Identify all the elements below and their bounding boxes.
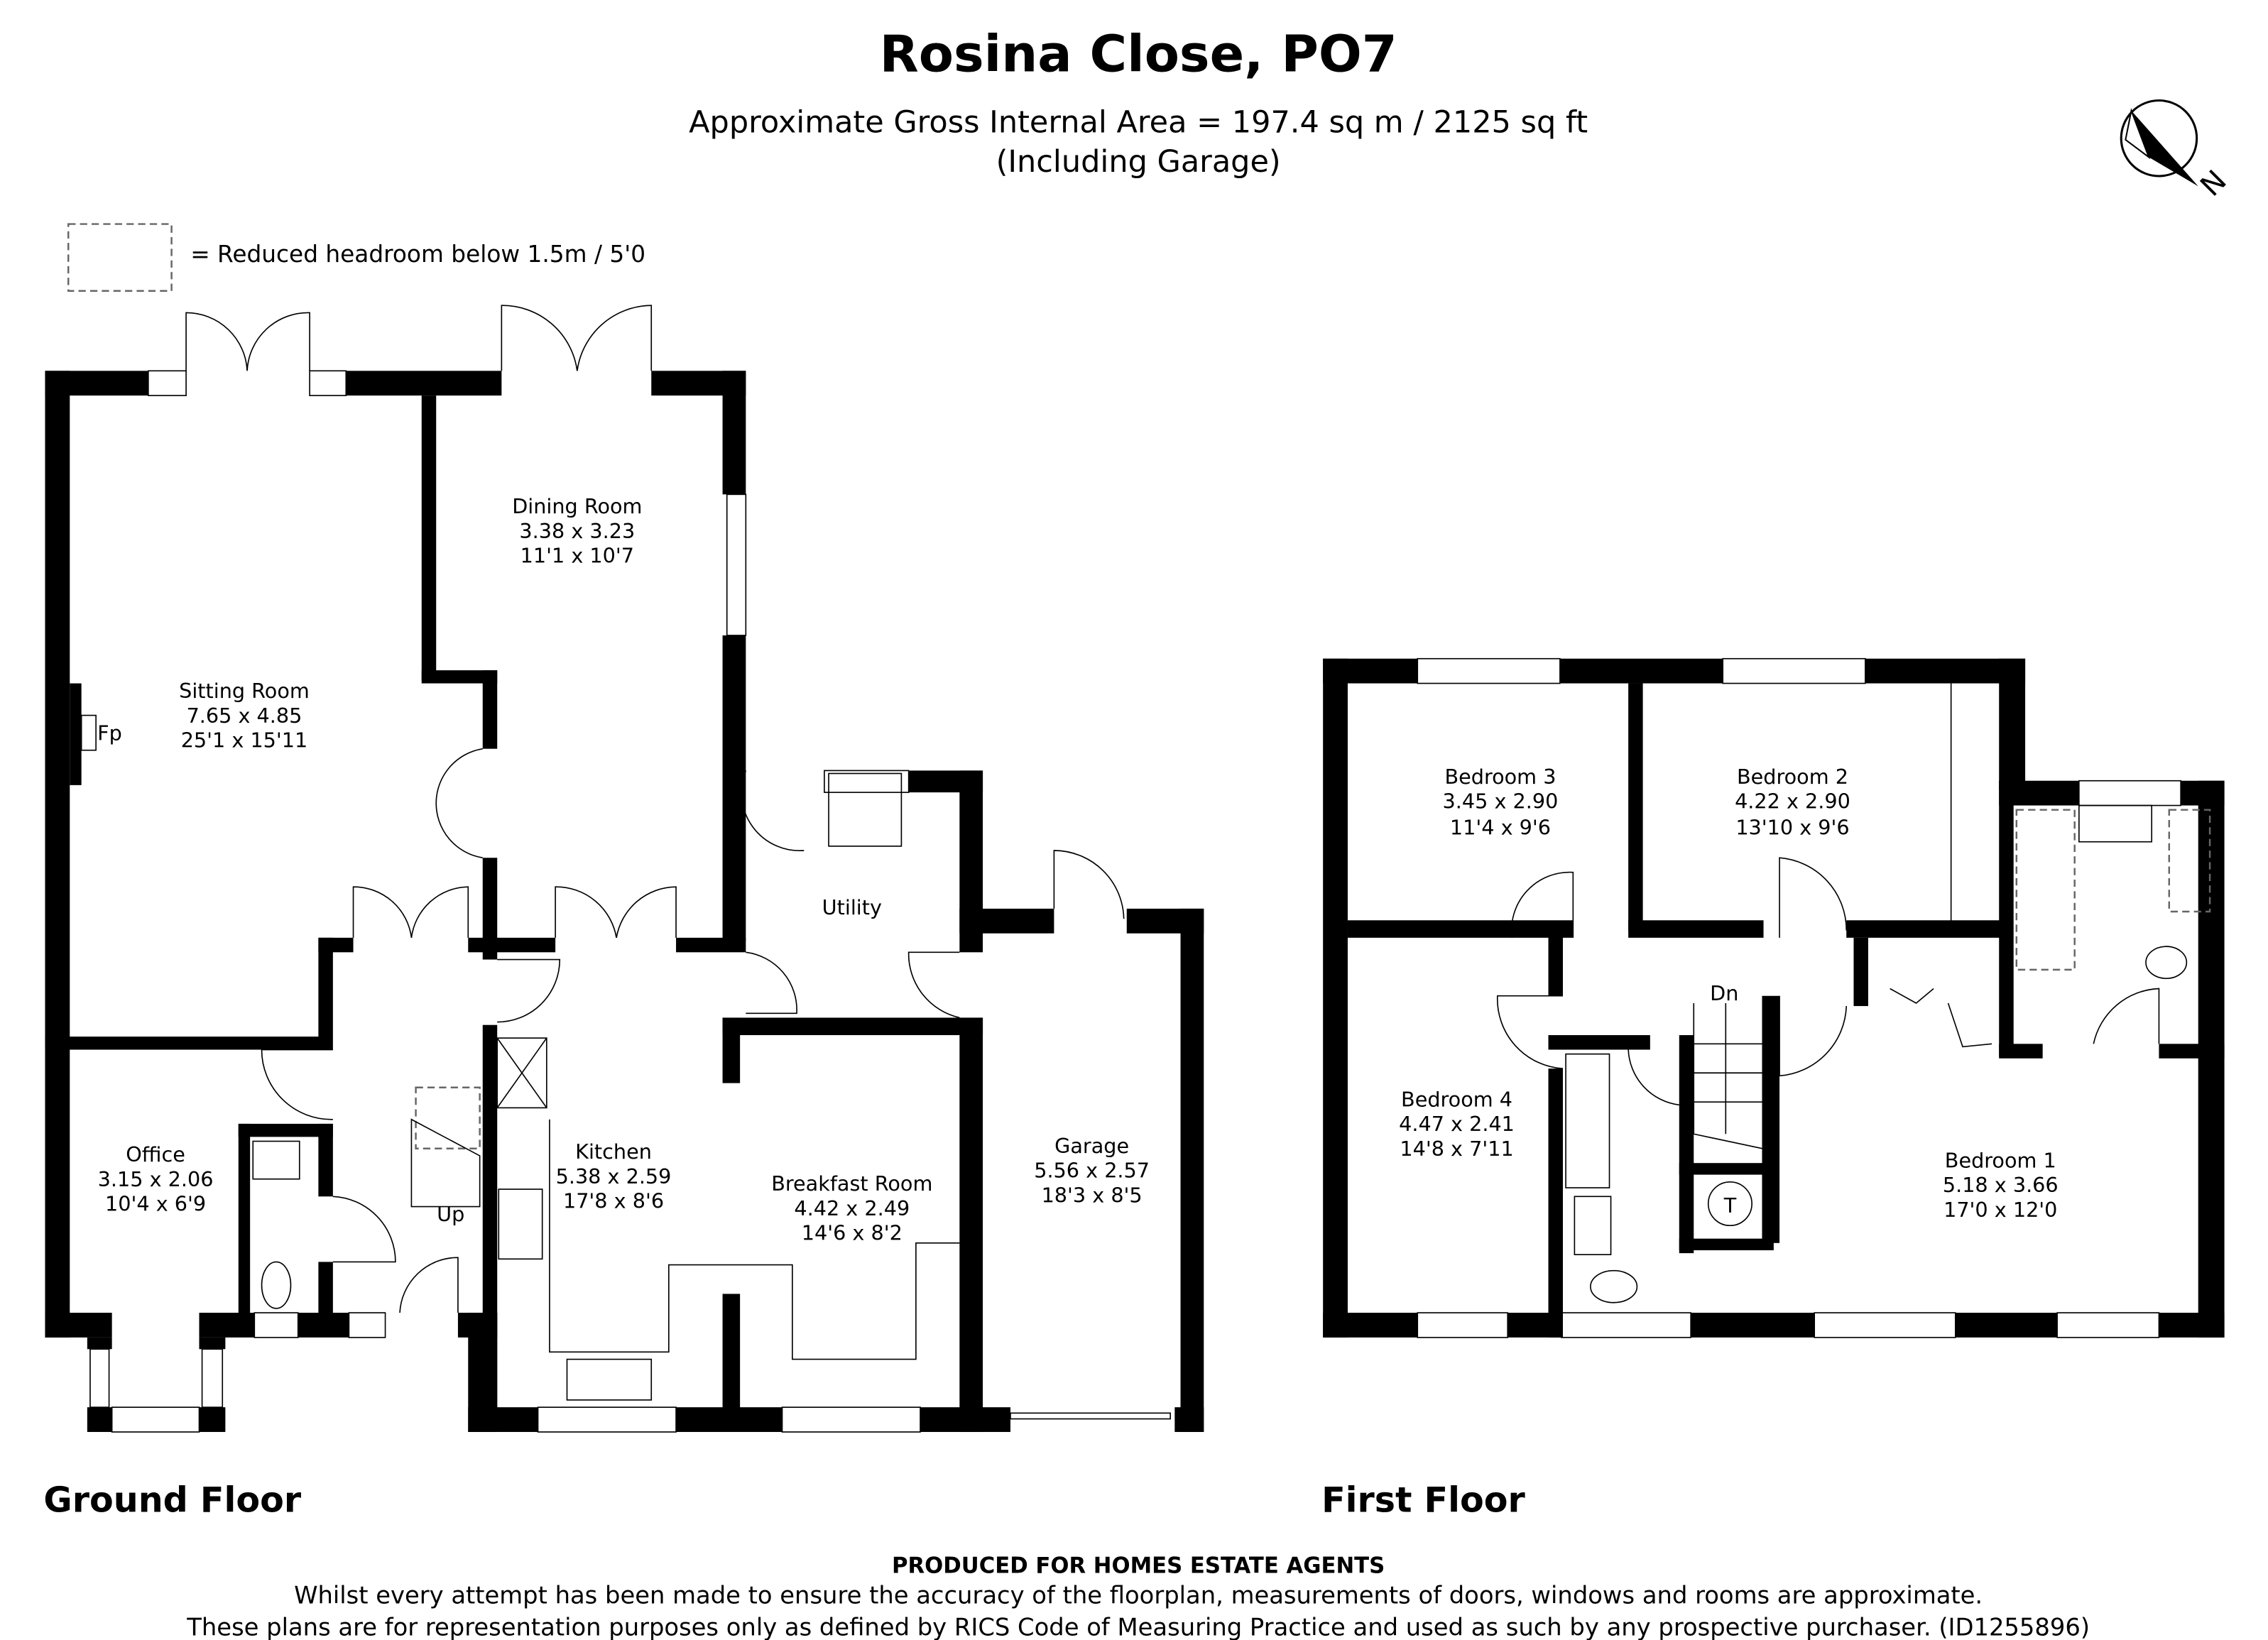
stairs-up-label: Up [437, 1202, 464, 1226]
svg-text:Dining Room: Dining Room [512, 494, 642, 518]
svg-text:4.42 x 2.49: 4.42 x 2.49 [794, 1196, 910, 1220]
svg-text:Kitchen: Kitchen [575, 1139, 652, 1164]
gross-area: Approximate Gross Internal Area = 197.4 … [689, 105, 1588, 141]
svg-text:17'8 x 8'6: 17'8 x 8'6 [563, 1189, 664, 1213]
svg-text:Bedroom 2: Bedroom 2 [1737, 765, 1848, 789]
north-arrow-icon: N [2120, 99, 2233, 203]
stairs-down-label: Dn [1710, 981, 1738, 1005]
first-floor-label: First Floor [1321, 1480, 1525, 1521]
producer-credit: PRODUCED FOR HOMES ESTATE AGENTS [892, 1553, 1385, 1579]
fireplace-label: Fp [97, 721, 122, 745]
room-kitchen: Kitchen 5.38 x 2.59 17'8 x 8'6 [556, 1139, 672, 1213]
room-bedroom-1: Bedroom 1 5.18 x 3.66 17'0 x 12'0 [1943, 1148, 2059, 1222]
room-office: Office 3.15 x 2.06 10'4 x 6'9 [98, 1142, 214, 1216]
svg-text:17'0 x 12'0: 17'0 x 12'0 [1943, 1198, 2057, 1222]
ground-floor-label: Ground Floor [43, 1480, 301, 1521]
room-utility: Utility [822, 895, 882, 919]
svg-text:13'10 x 9'6: 13'10 x 9'6 [1735, 815, 1849, 839]
room-breakfast-room: Breakfast Room 4.42 x 2.49 14'6 x 8'2 [771, 1171, 932, 1245]
disclaimer-line-2: These plans are for representation purpo… [186, 1614, 2090, 1640]
svg-text:11'4 x 9'6: 11'4 x 9'6 [1450, 815, 1551, 839]
svg-text:4.22 x 2.90: 4.22 x 2.90 [1735, 789, 1850, 814]
room-bedroom-4: Bedroom 4 4.47 x 2.41 14'8 x 7'11 [1399, 1087, 1515, 1161]
first-floor-walls [1323, 657, 2225, 1338]
page-title: Rosina Close, PO7 [880, 24, 1397, 84]
room-dining-room: Dining Room 3.38 x 3.23 11'1 x 10'7 [512, 494, 642, 568]
room-bedroom-3: Bedroom 3 3.45 x 2.90 11'4 x 9'6 [1443, 765, 1559, 840]
svg-text:Breakfast Room: Breakfast Room [771, 1171, 932, 1196]
svg-text:25'1 x 15'11: 25'1 x 15'11 [181, 728, 308, 753]
svg-text:14'8 x 7'11: 14'8 x 7'11 [1400, 1137, 1513, 1161]
svg-text:11'1 x 10'7: 11'1 x 10'7 [520, 544, 634, 568]
legend-text: = Reduced headroom below 1.5m / 5'0 [190, 241, 645, 268]
svg-text:10'4 x 6'9: 10'4 x 6'9 [105, 1192, 206, 1216]
svg-text:7.65 x 4.85: 7.65 x 4.85 [187, 704, 302, 728]
svg-text:3.45 x 2.90: 3.45 x 2.90 [1443, 789, 1559, 814]
svg-text:3.15 x 2.06: 3.15 x 2.06 [98, 1167, 214, 1191]
reduced-headroom-swatch [67, 223, 173, 292]
svg-text:Bedroom 4: Bedroom 4 [1401, 1087, 1512, 1111]
north-letter: N [2193, 163, 2233, 203]
area-note: (Including Garage) [996, 144, 1281, 180]
room-garage: Garage 5.56 x 2.57 18'3 x 8'5 [1034, 1134, 1150, 1208]
ground-floor-walls [45, 305, 1204, 1433]
svg-text:5.18 x 3.66: 5.18 x 3.66 [1943, 1173, 2059, 1197]
svg-text:Bedroom 3: Bedroom 3 [1444, 765, 1556, 789]
room-bedroom-2: Bedroom 2 4.22 x 2.90 13'10 x 9'6 [1735, 765, 1850, 840]
room-sitting-room: Sitting Room 7.65 x 4.85 25'1 x 15'11 [179, 679, 310, 753]
svg-text:Garage: Garage [1054, 1134, 1129, 1158]
disclaimer-line-1: Whilst every attempt has been made to en… [294, 1582, 1983, 1609]
svg-text:3.38 x 3.23: 3.38 x 3.23 [519, 519, 635, 543]
svg-text:14'6 x 8'2: 14'6 x 8'2 [802, 1221, 903, 1245]
svg-text:Office: Office [126, 1142, 185, 1166]
svg-text:18'3 x 8'5: 18'3 x 8'5 [1042, 1183, 1143, 1207]
svg-text:5.38 x 2.59: 5.38 x 2.59 [556, 1164, 672, 1188]
svg-text:Sitting Room: Sitting Room [179, 679, 310, 703]
svg-text:Bedroom 1: Bedroom 1 [1945, 1148, 2056, 1172]
svg-text:5.56 x 2.57: 5.56 x 2.57 [1034, 1159, 1150, 1183]
tank-label: T [1723, 1193, 1737, 1218]
svg-text:4.47 x 2.41: 4.47 x 2.41 [1399, 1112, 1515, 1136]
